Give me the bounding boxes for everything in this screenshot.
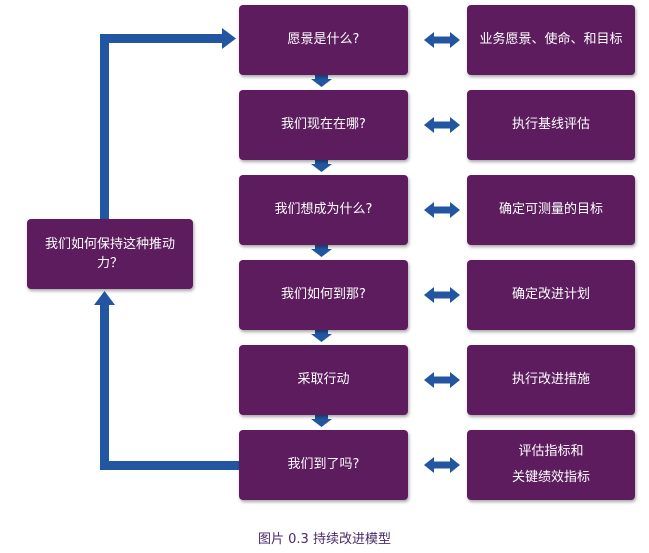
result-label: 确定可测量的目标 [498, 202, 603, 218]
step-label: 我们想成为什么? [274, 202, 373, 218]
step-box-where-want: 我们想成为什么? [239, 175, 408, 245]
double-arrows [424, 32, 460, 473]
double-arrow-3 [424, 202, 460, 218]
down-arrow-4 [311, 329, 332, 342]
result-box-improvement-actions: 执行改进措施 [467, 345, 635, 415]
momentum-question-box: 我们如何保持这种推动力？ [27, 219, 193, 289]
loop-arrow-bottom [94, 291, 239, 470]
step-box-did-we-get-there: 我们到了吗? [239, 430, 408, 500]
double-arrow-6 [424, 457, 460, 473]
double-arrow-2 [424, 117, 460, 133]
down-arrow-1 [311, 74, 332, 87]
figure-caption: 图片 0.3 持续改进模型 [258, 532, 391, 547]
step-box-take-action: 采取行动 [239, 345, 408, 415]
down-arrow-3 [311, 244, 332, 257]
result-box-metrics-kpi: 评估指标和 关键绩效指标 [467, 430, 635, 500]
down-arrow-5 [311, 414, 332, 427]
result-label-line-1: 评估指标和 [518, 444, 584, 459]
step-label: 我们到了吗? [287, 457, 360, 473]
step-box-where-now: 我们现在在哪? [239, 90, 408, 160]
result-label-line-2: 关键绩效指标 [511, 470, 590, 485]
result-box-measurable-goals: 确定可测量的目标 [467, 175, 635, 245]
result-box-vision-mission: 业务愿景、使命、和目标 [467, 5, 635, 75]
result-box-improvement-plan: 确定改进计划 [467, 260, 635, 330]
result-label: 执行改进措施 [511, 372, 590, 388]
step-label: 我们如何到那? [281, 287, 366, 303]
step-label: 采取行动 [297, 372, 350, 388]
loop-arrow-top [100, 28, 236, 220]
momentum-question-text: 我们如何保持这种推动力？ [44, 236, 175, 272]
double-arrow-4 [424, 287, 460, 303]
double-arrow-5 [424, 372, 460, 388]
result-label: 执行基线评估 [511, 117, 590, 133]
down-arrows [311, 74, 332, 427]
step-label: 我们现在在哪? [281, 117, 366, 133]
down-arrow-2 [311, 159, 332, 172]
double-arrow-1 [424, 32, 460, 48]
step-box-how-get-there: 我们如何到那? [239, 260, 408, 330]
step-label: 愿景是什么? [287, 32, 360, 48]
result-label: 确定改进计划 [511, 287, 590, 303]
step-box-vision: 愿景是什么? [239, 5, 408, 75]
result-box-baseline: 执行基线评估 [467, 90, 635, 160]
result-label: 业务愿景、使命、和目标 [479, 32, 623, 48]
